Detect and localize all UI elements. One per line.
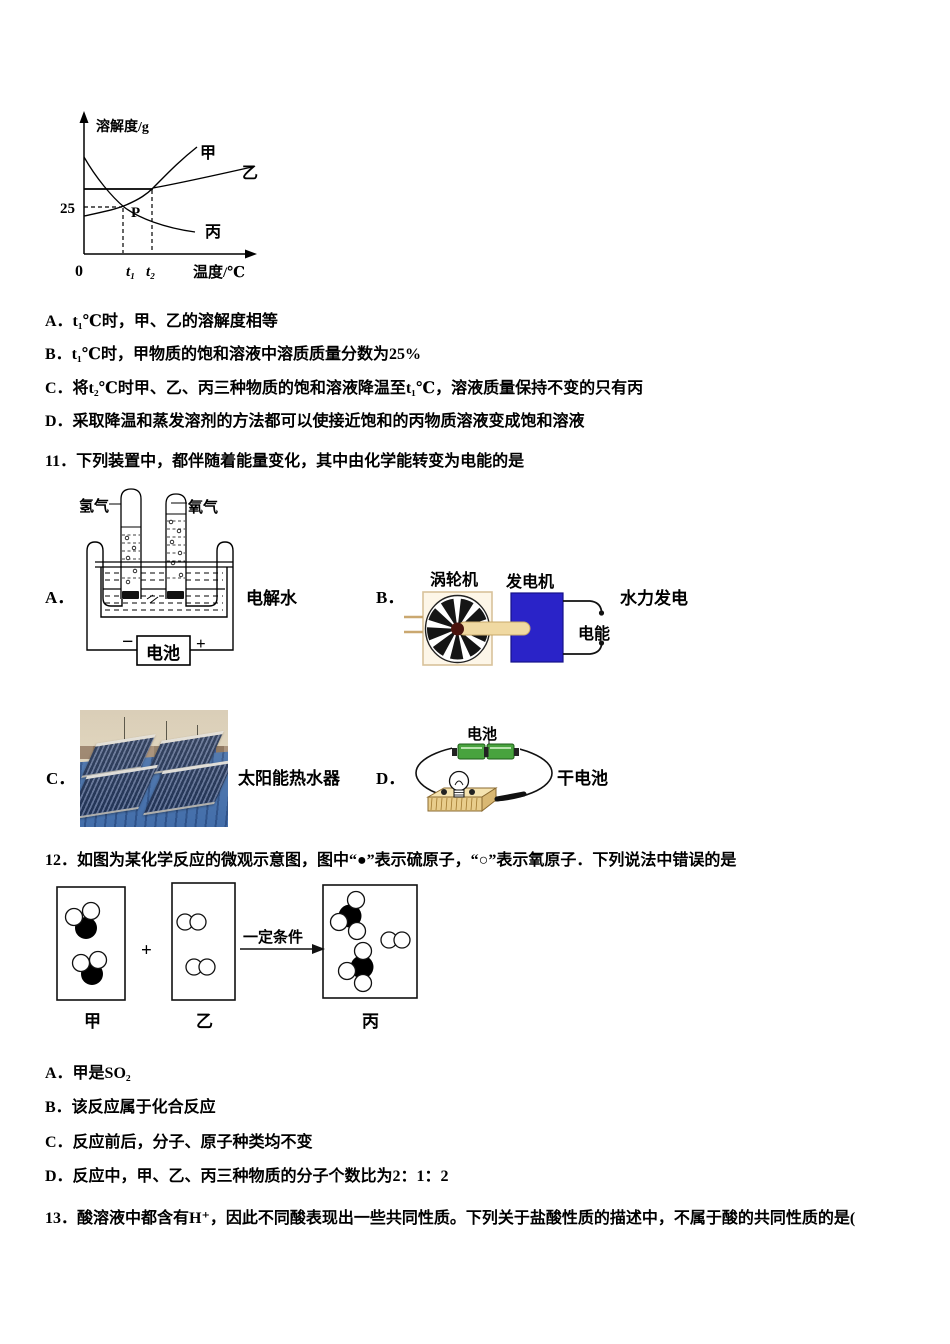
oxygen-tube	[165, 493, 187, 599]
binding-post-right	[469, 789, 475, 795]
q12-option-a: A．甲是SO₂	[45, 1065, 131, 1082]
q12-option-b: B．该反应属于化合反应	[45, 1099, 216, 1116]
reaction-micro-diagram: + 一定条件 甲 乙 丙	[56, 882, 418, 1031]
q11-letter-a: A．	[45, 588, 75, 607]
turbine-label: 涡轮机	[430, 570, 478, 589]
cell-terminal	[484, 747, 489, 757]
cell-terminal	[514, 748, 519, 756]
dry-cell-battery-label: 电池	[467, 725, 497, 743]
so3-and-o2-molecules	[329, 890, 411, 993]
bulb-filament	[454, 780, 464, 786]
bulb-base	[453, 789, 465, 798]
output-wire-bottom-dot	[598, 640, 605, 646]
solubility-chart: 溶解度/g 甲 乙 丙 P 25 0 t₁ t₂ 温度/℃	[60, 111, 258, 281]
plus-terminal-label: +	[196, 634, 206, 653]
water-ripple-mark	[146, 594, 159, 604]
q10-option-a: A．t₁℃时，甲、乙的溶解度相等	[45, 313, 278, 330]
switch	[494, 791, 527, 802]
q11-caption-c: 太阳能热水器	[238, 769, 340, 788]
box-bing	[322, 884, 418, 999]
right-electrode-wire	[185, 541, 234, 651]
generator-label: 发电机	[505, 572, 554, 591]
label-bing: 丙	[362, 1012, 379, 1031]
minus-terminal-label: −	[122, 631, 133, 653]
curve-bing-label: 丙	[205, 223, 221, 241]
reaction-arrow-head	[312, 944, 325, 954]
o2-molecules	[176, 913, 216, 976]
right-electrode	[167, 591, 184, 599]
q11-caption-b: 水力发电	[620, 589, 688, 608]
battery-box-label: 电池	[146, 643, 180, 663]
cell-terminal	[452, 748, 457, 756]
point-p-label: P	[131, 205, 140, 221]
hydrogen-tube	[120, 488, 142, 599]
curve-jia-label: 甲	[200, 144, 216, 162]
so2-molecules	[64, 901, 108, 985]
left-electrode	[122, 591, 139, 599]
electric-energy-label: 电能	[578, 624, 610, 643]
y-axis-arrow	[79, 111, 89, 123]
solar-heater-photo	[80, 710, 228, 827]
q10-option-b: B．t₁℃时，甲物质的饱和溶液中溶质质量分数为25%	[45, 346, 421, 363]
q11-caption-d: 干电池	[557, 769, 608, 788]
photo-pole	[124, 717, 126, 749]
q11-caption-a: 电解水	[246, 589, 297, 608]
beaker	[100, 567, 228, 618]
turbine-shaft	[457, 621, 531, 636]
chart-x-label: 温度/℃	[193, 263, 245, 281]
box-jia	[56, 886, 126, 1001]
q11-letter-d: D．	[376, 769, 406, 788]
q11-stem: 11．下列装置中，都伴随着能量变化，其中由化学能转变为电能的是	[45, 453, 525, 470]
q10-option-d: D．采取降温和蒸发溶剂的方法都可以使接近饱和的丙物质溶液变成饱和溶液	[45, 413, 585, 430]
photo-pole	[165, 720, 167, 749]
output-wire-top-dot	[598, 610, 605, 616]
hydrogen-label: 氢气	[79, 497, 109, 515]
label-jia: 甲	[84, 1012, 101, 1031]
y-tick-25: 25	[60, 201, 75, 217]
x-axis-arrow	[245, 249, 257, 259]
q11-letter-b: B．	[376, 588, 405, 607]
left-electrode-wire	[86, 541, 137, 651]
curve-jia	[83, 146, 198, 217]
q11-letter-c: C．	[46, 769, 76, 788]
q12-option-c: C．反应前后，分子、原子种类均不变	[45, 1134, 313, 1151]
turbine-hub	[451, 622, 464, 636]
binding-post-left	[441, 789, 447, 795]
curve-bing	[83, 156, 196, 233]
plus-sign: +	[141, 940, 152, 961]
x-tick-t2: t₂	[146, 264, 155, 280]
q10-option-c: C．将t₂℃时甲、乙、丙三种物质的饱和溶液降温至t₁℃，溶液质量保持不变的只有丙	[45, 380, 644, 397]
origin-label: 0	[75, 263, 83, 280]
label-yi: 乙	[196, 1012, 213, 1031]
oxygen-label: 氧气	[187, 498, 218, 516]
q13-stem: 13．酸溶液中都含有H⁺，因此不同酸表现出一些共同性质。下列关于盐酸性质的描述中…	[45, 1210, 856, 1227]
q12-stem: 12．如图为某化学反应的微观示意图，图中“●”表示硫原子，“○”表示氧原子．下列…	[45, 852, 737, 869]
dry-cell-figure: 电池	[415, 725, 553, 813]
wood-hatching	[430, 797, 478, 811]
curve-yi-label: 乙	[242, 165, 258, 182]
q12-option-d: D．反应中，甲、乙、丙三种物质的分子个数比为2：1：2	[45, 1168, 449, 1185]
output-wire-top	[563, 600, 603, 612]
curve-yi	[152, 166, 253, 189]
condition-label: 一定条件	[243, 928, 303, 946]
dry-cell-left	[457, 743, 486, 760]
battery-box	[136, 635, 191, 666]
electrolysis-figure: 电池 − + 氢气 氧气	[79, 488, 234, 666]
chart-y-label: 溶解度/g	[96, 118, 149, 135]
photo-haze	[80, 710, 228, 827]
x-tick-t1: t₁	[126, 264, 135, 280]
output-wire-bottom	[563, 644, 603, 655]
hydroelectric-figure: 涡轮机 发电机 电能	[404, 570, 610, 666]
dry-cell-right	[486, 743, 515, 760]
box-yi	[171, 882, 236, 1001]
